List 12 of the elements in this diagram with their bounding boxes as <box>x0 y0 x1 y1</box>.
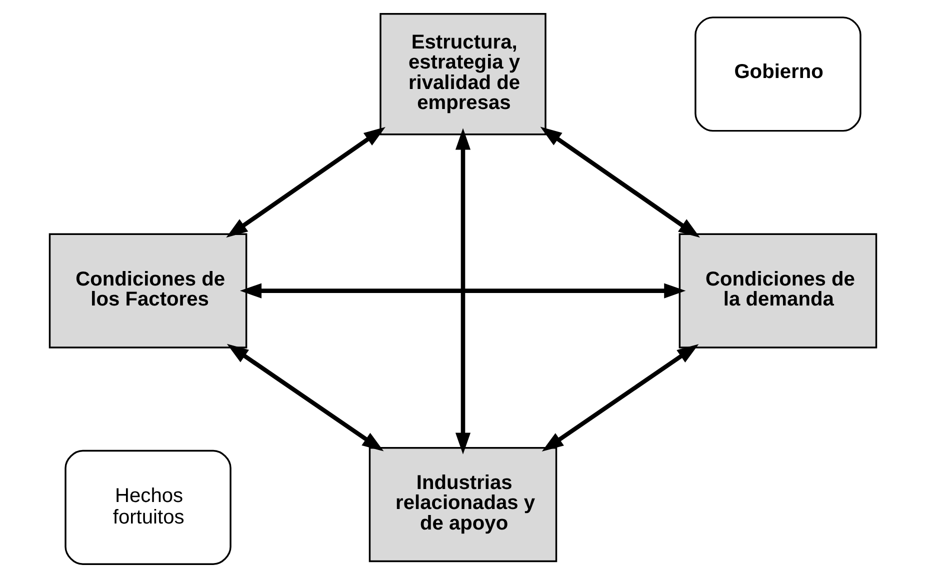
arrow <box>454 128 470 454</box>
arrow <box>541 344 698 452</box>
arrow <box>239 283 686 298</box>
node-box: Hechos fortuitos <box>64 450 231 565</box>
arrow <box>226 126 385 238</box>
node-box: Gobierno <box>694 16 861 132</box>
arrow <box>226 344 384 452</box>
node-box: Condiciones de la demanda <box>678 233 877 348</box>
node-box: Industrias relacionadas y de apoyo <box>368 447 557 562</box>
node-box: Condiciones de los Factores <box>48 233 247 348</box>
arrow <box>540 126 700 238</box>
node-box: Estructura, estrategia y rivalidad de empresas <box>379 13 546 136</box>
